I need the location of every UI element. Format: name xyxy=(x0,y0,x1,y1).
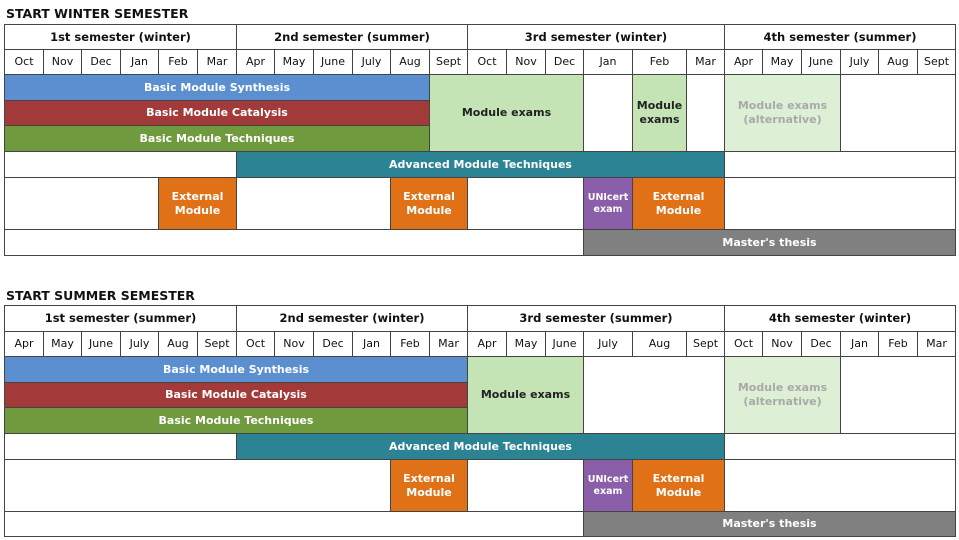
month-cell: Oct xyxy=(4,49,44,75)
month-cell: Dec xyxy=(545,49,584,75)
month-cell: Apr xyxy=(467,331,507,357)
block-module-exams: Module exams xyxy=(429,74,584,152)
month-cell: June xyxy=(313,49,353,75)
semester-header: 1st semester (winter) xyxy=(4,24,237,50)
empty-cell xyxy=(583,74,633,152)
month-cell: Feb xyxy=(390,331,430,357)
month-cell: Sept xyxy=(429,49,468,75)
block-external-module: External Module xyxy=(390,177,468,230)
block-masters-thesis: Master's thesis xyxy=(583,511,956,537)
semester-header: 1st semester (summer) xyxy=(4,305,237,332)
month-cell: Dec xyxy=(81,49,121,75)
month-cell: Apr xyxy=(236,49,275,75)
section-title-winter-start: START WINTER SEMESTER xyxy=(6,6,189,21)
month-cell: Mar xyxy=(917,331,956,357)
semester-header: 2nd semester (winter) xyxy=(236,305,468,332)
month-cell: July xyxy=(120,331,159,357)
block-external-module: External Module xyxy=(158,177,237,230)
month-cell: Dec xyxy=(801,331,841,357)
month-cell: Mar xyxy=(429,331,468,357)
month-cell: Oct xyxy=(236,331,275,357)
month-cell: July xyxy=(583,331,633,357)
month-cell: Mar xyxy=(197,49,237,75)
month-cell: June xyxy=(81,331,121,357)
section-title-summer-start: START SUMMER SEMESTER xyxy=(6,288,195,303)
month-cell: Mar xyxy=(686,49,725,75)
block-external-module: External Module xyxy=(390,459,468,512)
row-frame xyxy=(4,459,956,512)
month-cell: Aug xyxy=(632,331,687,357)
month-cell: June xyxy=(801,49,841,75)
month-cell: Feb xyxy=(878,331,918,357)
month-cell: Feb xyxy=(632,49,687,75)
empty-cell xyxy=(686,74,725,152)
semester-header: 4th semester (winter) xyxy=(724,305,956,332)
empty-cell xyxy=(840,74,956,152)
block-unicert-exam: UNIcert exam xyxy=(583,459,633,512)
block-masters-thesis: Master's thesis xyxy=(583,229,956,256)
month-cell: July xyxy=(352,49,391,75)
block-external-module: External Module xyxy=(632,177,725,230)
semester-header: 3rd semester (winter) xyxy=(467,24,725,50)
month-cell: Oct xyxy=(467,49,507,75)
month-cell: July xyxy=(840,49,879,75)
block-catalysis: Basic Module Catalysis xyxy=(4,100,430,126)
semester-header: 2nd semester (summer) xyxy=(236,24,468,50)
block-techniques: Basic Module Techniques xyxy=(4,125,430,152)
block-synthesis: Basic Module Synthesis xyxy=(4,356,468,383)
empty-cell xyxy=(583,356,725,434)
empty-cell xyxy=(840,356,956,434)
block-synthesis: Basic Module Synthesis xyxy=(4,74,430,101)
block-unicert-exam: UNIcert exam xyxy=(583,177,633,230)
month-cell: Oct xyxy=(724,331,763,357)
month-cell: Dec xyxy=(313,331,353,357)
month-cell: May xyxy=(274,49,314,75)
month-cell: Nov xyxy=(506,49,546,75)
block-module-exams: Module exams xyxy=(632,74,687,152)
month-cell: Jan xyxy=(840,331,879,357)
month-cell: Sept xyxy=(917,49,956,75)
block-techniques: Basic Module Techniques xyxy=(4,407,468,434)
month-cell: May xyxy=(762,49,802,75)
block-advanced-techniques: Advanced Module Techniques xyxy=(236,151,725,178)
month-cell: June xyxy=(545,331,584,357)
block-catalysis: Basic Module Catalysis xyxy=(4,382,468,408)
semester-header: 3rd semester (summer) xyxy=(467,305,725,332)
month-cell: Apr xyxy=(724,49,763,75)
month-cell: Sept xyxy=(686,331,725,357)
month-cell: Aug xyxy=(390,49,430,75)
month-cell: Aug xyxy=(158,331,198,357)
month-cell: Aug xyxy=(878,49,918,75)
month-cell: Nov xyxy=(274,331,314,357)
row-frame xyxy=(4,177,956,230)
month-cell: Nov xyxy=(762,331,802,357)
month-cell: Apr xyxy=(4,331,44,357)
block-module-exams-alternative: Module exams (alternative) xyxy=(724,356,841,434)
month-cell: May xyxy=(43,331,82,357)
block-module-exams-alternative: Module exams (alternative) xyxy=(724,74,841,152)
month-cell: Sept xyxy=(197,331,237,357)
month-cell: Jan xyxy=(583,49,633,75)
semester-header: 4th semester (summer) xyxy=(724,24,956,50)
month-cell: Feb xyxy=(158,49,198,75)
block-external-module: External Module xyxy=(632,459,725,512)
month-cell: Jan xyxy=(352,331,391,357)
month-cell: May xyxy=(506,331,546,357)
month-cell: Nov xyxy=(43,49,82,75)
block-module-exams: Module exams xyxy=(467,356,584,434)
month-cell: Jan xyxy=(120,49,159,75)
block-advanced-techniques: Advanced Module Techniques xyxy=(236,433,725,460)
